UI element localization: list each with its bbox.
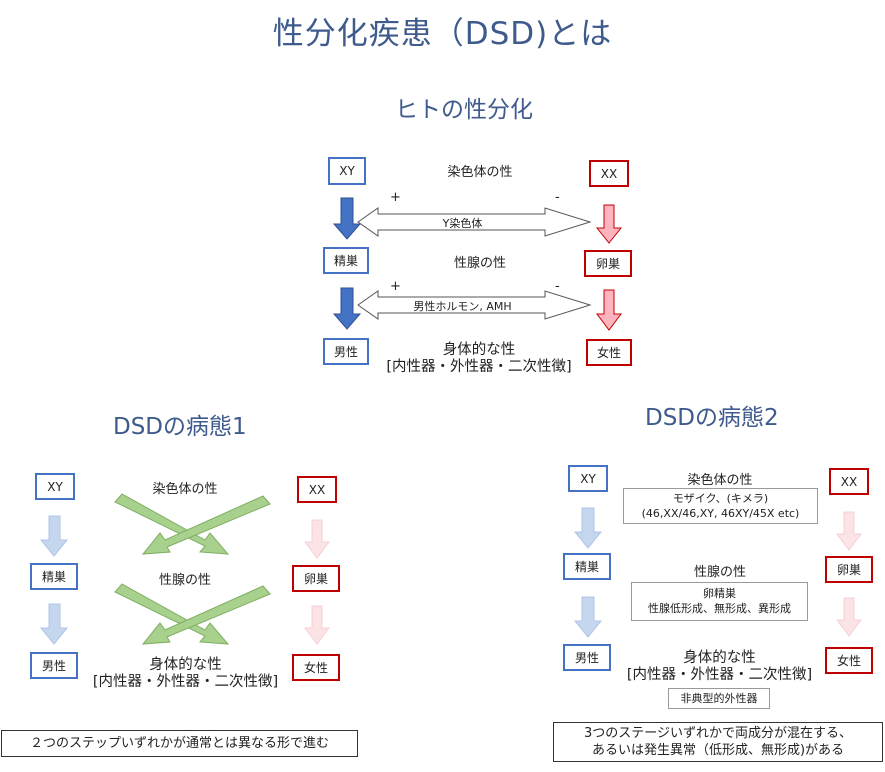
dsd2-xx-box: XX <box>829 468 869 495</box>
dsd2-gonad-label: 性腺の性 <box>693 565 746 580</box>
dsd1-faded-blue-arrow-2 <box>39 603 69 645</box>
dsd2-chromosome-detail-box: モザイク、(キメラ) (46,XX/46,XY, 46XY/45X etc) <box>623 488 818 524</box>
dsd2-note-line-1: 3つのステージいずれかで両成分が混在する、 <box>583 726 852 741</box>
dsd1-gonad-label: 性腺の性 <box>158 573 211 588</box>
dsd1-testis-box: 精巣 <box>30 563 78 590</box>
dsd2-note-line-2: あるいは発生異常（低形成、無形成)がある <box>591 743 845 758</box>
pink-arrow-1 <box>595 204 623 244</box>
dsd2-body-label-1: 身体的な性 <box>683 650 756 666</box>
dsd1-faded-pink-arrow-2 <box>304 605 330 645</box>
dsd2-body-label-2: [内性器・外性器・二次性徴] <box>626 667 813 683</box>
normal-heading: ヒトの性分化 <box>395 97 533 123</box>
dsd2-heading: DSDの病態2 <box>645 405 779 431</box>
blue-arrow-2 <box>332 287 362 330</box>
minus-sign-2: - <box>555 279 560 294</box>
plus-sign-2: + <box>390 279 401 294</box>
dsd2-gonad-detail-box: 卵精巣 性腺低形成、無形成、異形成 <box>631 582 808 621</box>
dsd2-female-box: 女性 <box>825 647 873 674</box>
double-arrow-y-chromosome <box>357 207 592 237</box>
dsd2-body-detail: 非典型的外性器 <box>680 692 758 705</box>
minus-sign-1: - <box>555 190 560 205</box>
dsd2-gonad-detail-2: 性腺低形成、無形成、異形成 <box>648 602 791 615</box>
dsd1-chromosome-label: 染色体の性 <box>152 482 218 497</box>
dsd1-female-box: 女性 <box>292 654 340 681</box>
dsd2-chromosome-label: 染色体の性 <box>687 473 753 488</box>
dsd2-gonad-detail-1: 卵精巣 <box>703 587 736 600</box>
hormone-label: 男性ホルモン, AMH <box>413 300 512 313</box>
blue-arrow-1 <box>332 197 362 240</box>
dsd2-male-box: 男性 <box>563 644 611 671</box>
pink-arrow-2 <box>596 289 622 331</box>
dsd1-heading: DSDの病態1 <box>113 414 247 440</box>
y-chromosome-label: Y染色体 <box>442 217 483 230</box>
dsd2-chromosome-detail-1: モザイク、(キメラ) <box>672 492 769 505</box>
double-arrow-hormone <box>357 290 592 320</box>
dsd1-green-cross-1 <box>114 493 271 555</box>
normal-male-box: 男性 <box>323 338 369 365</box>
normal-body-label-2: [内性器・外性器・二次性徴] <box>386 359 572 375</box>
dsd2-testis-box: 精巣 <box>563 553 611 580</box>
dsd1-green-cross-2 <box>114 583 271 645</box>
dsd1-faded-blue-arrow-1 <box>39 515 69 557</box>
dsd2-body-detail-box: 非典型的外性器 <box>668 688 770 709</box>
page-title: 性分化疾患（DSD)とは <box>272 16 613 52</box>
dsd1-male-box: 男性 <box>30 652 78 679</box>
normal-female-box: 女性 <box>586 339 632 366</box>
dsd1-faded-pink-arrow-1 <box>304 519 330 559</box>
normal-chromosome-label: 染色体の性 <box>447 165 513 180</box>
normal-body-label-1: 身体的な性 <box>442 342 516 358</box>
normal-testis-box: 精巣 <box>323 247 369 274</box>
dsd1-body-label-1: 身体的な性 <box>149 657 222 673</box>
normal-xy-box: XY <box>328 157 366 185</box>
dsd1-body-label-2: [内性器・外性器・二次性徴] <box>92 674 279 690</box>
dsd1-xx-box: XX <box>297 476 337 503</box>
dsd1-ovary-box: 卵巣 <box>292 565 340 592</box>
dsd2-xy-box: XY <box>568 465 608 492</box>
plus-sign-1: + <box>390 190 401 205</box>
dsd2-ovary-box: 卵巣 <box>825 556 873 583</box>
dsd2-note: 3つのステージいずれかで両成分が混在する、 あるいは発生異常（低形成、無形成)が… <box>553 722 883 762</box>
normal-ovary-box: 卵巣 <box>584 250 632 277</box>
dsd2-chromosome-detail-2: (46,XX/46,XY, 46XY/45X etc) <box>641 507 800 520</box>
normal-xx-box: XX <box>589 160 629 187</box>
dsd1-note: ２つのステップいずれかが通常とは異なる形で進む <box>1 730 358 757</box>
dsd1-xy-box: XY <box>35 473 75 500</box>
dsd2-faded-pink-arrow-2 <box>836 597 862 637</box>
normal-gonad-label: 性腺の性 <box>453 256 506 271</box>
dsd2-faded-pink-arrow-1 <box>836 511 862 551</box>
dsd2-faded-blue-arrow-2 <box>573 596 603 638</box>
dsd2-faded-blue-arrow-1 <box>573 507 603 549</box>
